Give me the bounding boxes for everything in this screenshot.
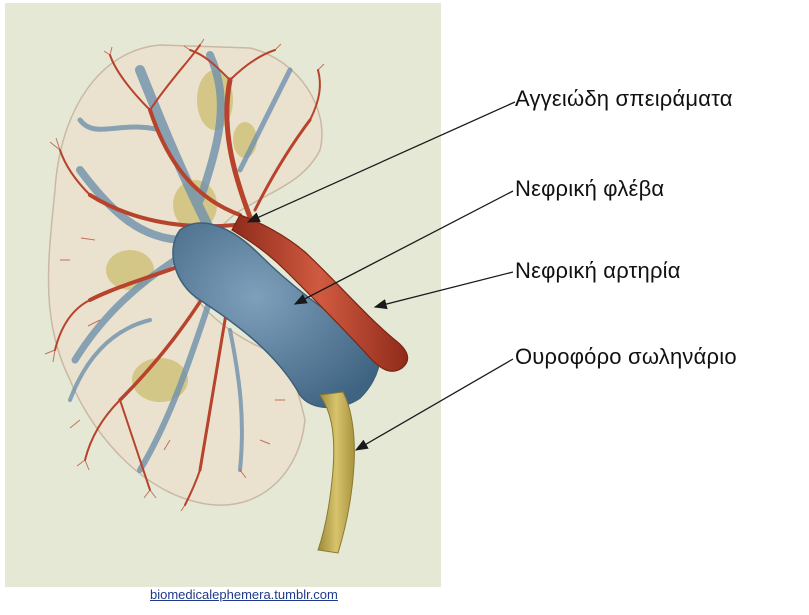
label-ureter: Ουροφόρο σωληνάριο (515, 344, 737, 370)
label-renal-artery: Νεφρική αρτηρία (515, 258, 681, 284)
source-credit-link[interactable]: biomedicalephemera.tumblr.com (150, 587, 338, 602)
label-renal-vein: Νεφρική φλέβα (515, 176, 664, 202)
label-glomeruli: Αγγειώδη σπειράματα (515, 86, 733, 112)
